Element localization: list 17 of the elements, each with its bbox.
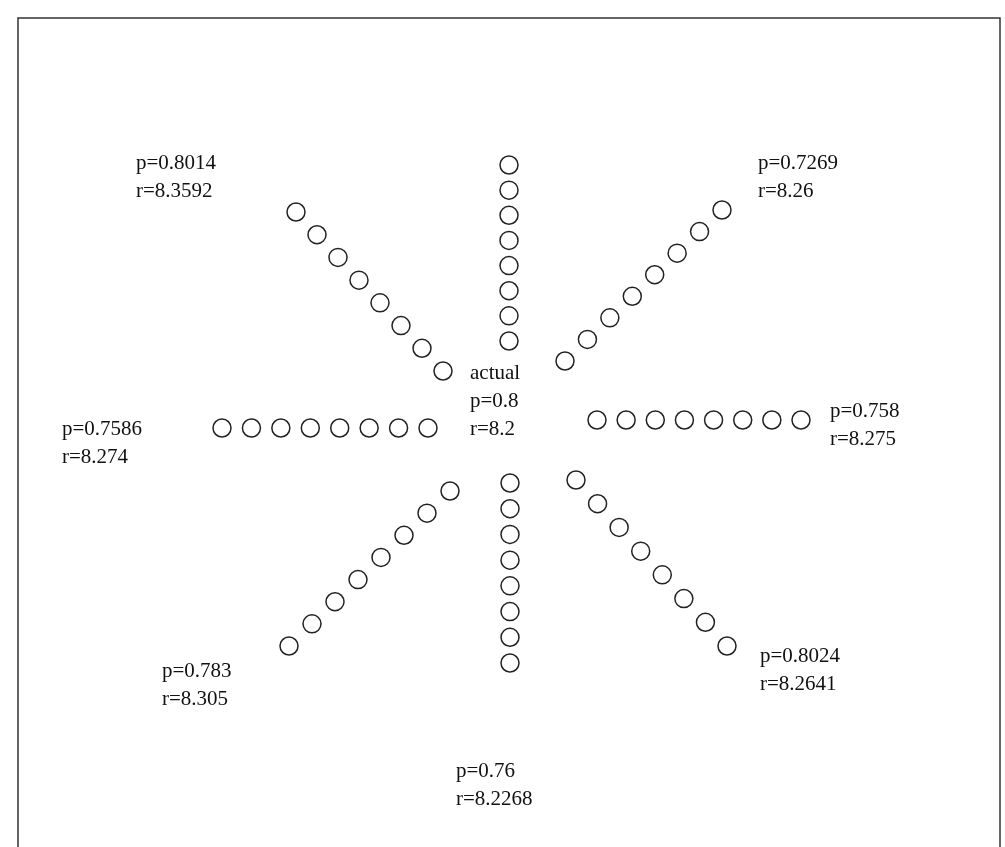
value-label: p=0.7269	[758, 150, 839, 174]
value-label: r=8.2268	[456, 786, 533, 810]
value-label: p=0.758	[830, 398, 900, 422]
value-label: r=8.274	[62, 444, 129, 468]
value-label: r=8.26	[758, 178, 814, 202]
value-label: r=8.2	[470, 416, 516, 440]
value-label: p=0.783	[162, 658, 232, 682]
value-label: r=8.3592	[136, 178, 213, 202]
value-label: r=8.2641	[760, 671, 837, 695]
value-label: p=0.8	[470, 388, 519, 412]
value-label: p=0.76	[456, 758, 516, 782]
value-label: p=0.7586	[62, 416, 143, 440]
value-label: r=8.305	[162, 686, 229, 710]
value-label: p=0.8014	[136, 150, 217, 174]
value-label: r=8.275	[830, 426, 897, 450]
value-label: actual	[470, 360, 521, 384]
value-label: p=0.8024	[760, 643, 841, 667]
